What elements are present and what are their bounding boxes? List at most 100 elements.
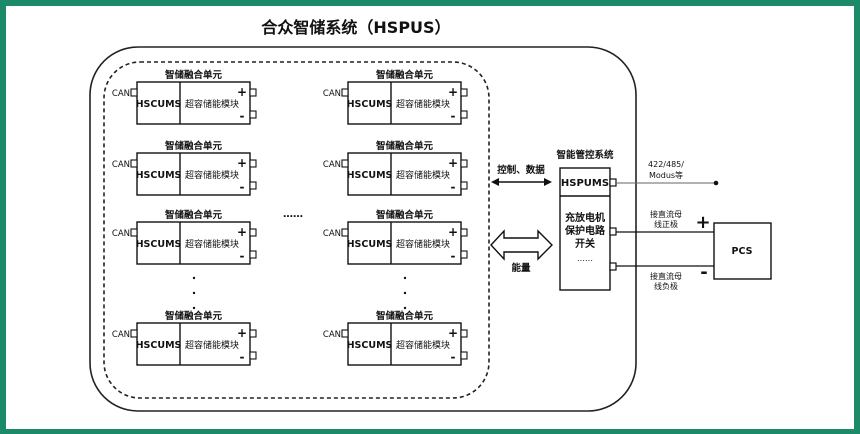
can-port [341,88,349,97]
switch-ellipsis: …… [577,254,593,263]
unit-title: 智储融合单元 [376,209,434,221]
module-label: 超容储能模块 [185,169,239,181]
unit-box [136,81,251,125]
plus-port [460,159,468,168]
can-label: CAN [323,160,341,170]
unit-title: 智储融合单元 [165,310,223,322]
positive-label-1: 接直流母 [650,209,682,219]
hscums-label: HSCUMS [347,99,393,110]
pcs-label: PCS [732,246,753,257]
can-label: CAN [112,229,130,239]
unit-box [347,221,462,265]
unit-box [136,152,251,196]
system-boundary [89,46,637,412]
can-port [130,159,138,168]
plus-sign: + [237,225,247,239]
hscums-label: HSCUMS [136,170,182,181]
minus-port [460,351,468,360]
plus-sign: + [448,85,458,99]
unit-box [136,322,251,366]
minus-port [249,351,257,360]
switch-line-3: 开关 [575,237,595,250]
energy-arrow [490,229,553,261]
can-port [130,88,138,97]
negative-port [609,262,617,271]
plus-sign: + [237,326,247,340]
plus-port [460,329,468,338]
can-port [130,329,138,338]
pcs-plus-sign: + [695,212,710,233]
minus-sign: - [240,180,245,194]
unit-title: 智储融合单元 [376,69,434,81]
energy-label: 能量 [511,262,531,274]
management-box [559,167,611,291]
minus-port [460,181,468,190]
minus-sign: - [240,350,245,364]
unit-title: 智储融合单元 [165,140,223,152]
minus-sign: - [451,350,456,364]
negative-label-1: 接直流母 [650,271,682,281]
switch-line-1: 充放电机 [565,211,605,224]
unit-title: 智储融合单元 [165,69,223,81]
can-port [341,228,349,237]
module-label: 超容储能模块 [185,339,239,351]
module-label: 超容储能模块 [396,339,450,351]
minus-sign: - [240,109,245,123]
plus-sign: + [448,326,458,340]
can-label: CAN [323,229,341,239]
plus-port [460,228,468,237]
module-label: 超容储能模块 [396,98,450,110]
hscums-label: HSCUMS [347,239,393,250]
comm-label-1: 422/485/ [648,160,684,169]
hspums-port [609,178,617,187]
minus-sign: - [451,180,456,194]
hscums-label: HSCUMS [136,239,182,250]
module-label: 超容储能模块 [396,169,450,181]
module-label: 超容储能模块 [396,238,450,250]
negative-label-2: 线负极 [654,281,678,291]
can-port [341,329,349,338]
vertical-ellipsis-left [192,276,196,310]
diagram-title: 合众智储系统（HSPUS） [261,18,450,37]
hscums-label: HSCUMS [347,340,393,351]
plus-port [249,159,257,168]
module-label: 超容储能模块 [185,98,239,110]
units-group-boundary [103,61,490,399]
minus-sign: - [451,249,456,263]
can-label: CAN [112,160,130,170]
plus-sign: + [448,156,458,170]
vertical-ellipsis-right [403,276,407,310]
unit-box [347,81,462,125]
management-title: 智能管控系统 [556,149,614,161]
unit-box [347,322,462,366]
unit-title: 智储融合单元 [165,209,223,221]
comm-endpoint [713,180,719,186]
can-label: CAN [112,89,130,99]
unit-title: 智储融合单元 [376,140,434,152]
control-data-label: 控制、数据 [497,164,545,176]
plus-port [249,228,257,237]
minus-sign: - [240,249,245,263]
pcs-box [713,222,772,280]
plus-port [249,329,257,338]
minus-sign: - [451,109,456,123]
columns-ellipsis: …… [283,209,303,220]
can-label: CAN [323,330,341,340]
minus-port [249,181,257,190]
positive-port [609,227,617,236]
unit-box [347,152,462,196]
hscums-label: HSCUMS [347,170,393,181]
minus-port [249,250,257,259]
plus-port [460,88,468,97]
plus-sign: + [237,85,247,99]
can-port [341,159,349,168]
